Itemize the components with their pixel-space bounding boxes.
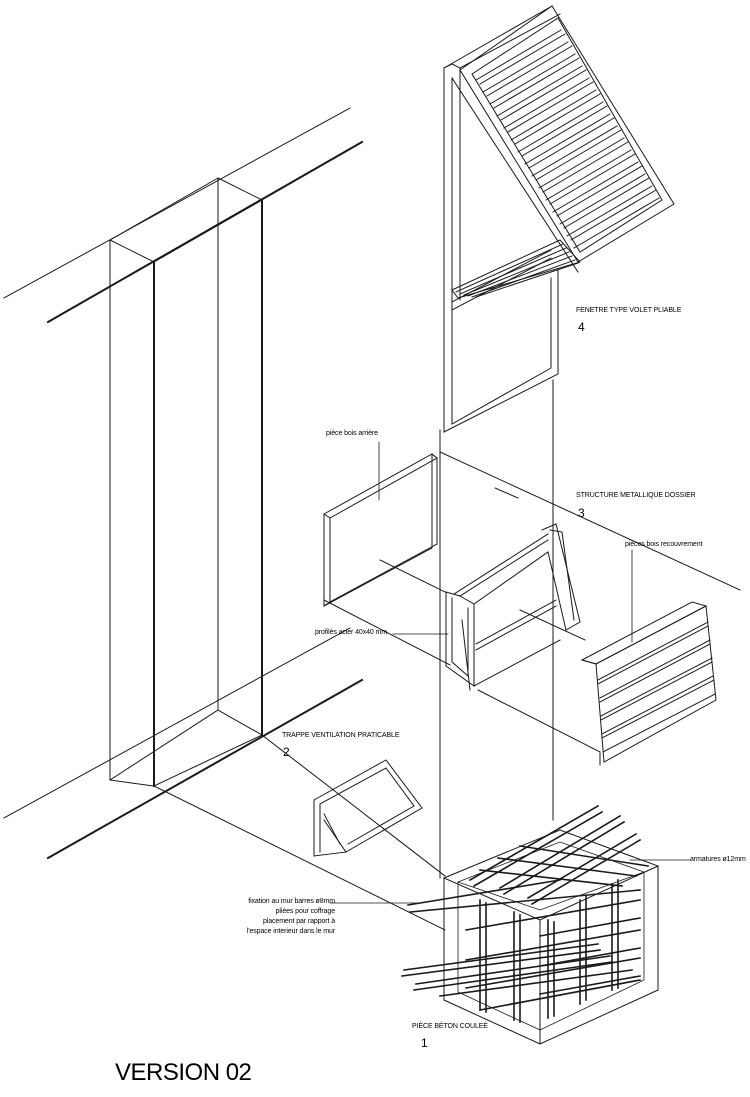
projection-lines: [154, 380, 740, 930]
concrete-number: 1: [421, 1036, 428, 1050]
steel-frame: [446, 524, 580, 690]
fixing-note-line-4: l'espace interieur dans le mur: [246, 928, 335, 935]
fixing-note-line-1: fixation au mur barres ø8mm: [248, 898, 335, 905]
folding-window: [444, 6, 674, 432]
structure-number: 3: [578, 506, 585, 520]
steel-profiles-label: profilés acier 40x40 mm: [315, 629, 388, 636]
rebar-label: armatures ø12mm: [690, 856, 746, 863]
leader-lines: [330, 442, 690, 903]
rear-wood-label: pièce bois arrière: [326, 430, 378, 437]
fixing-note-line-3: placement par rapport à: [262, 918, 335, 925]
window-number: 4: [578, 320, 585, 334]
wall-wireframe: [4, 108, 362, 858]
structure-title: STRUCTURE METALLIQUE DOSSIER: [576, 492, 696, 499]
hatch-title: TRAPPE VENTILATION PRATICABLE: [282, 732, 400, 739]
version-label: VERSION 02: [115, 1059, 252, 1086]
hatch-number: 2: [283, 745, 290, 759]
rear-wood-panel: [324, 454, 437, 606]
fixing-note: fixation au mur barres ø8mm pliées pour …: [247, 897, 335, 937]
concrete-title: PIÈCE BÉTON COULEÉ: [412, 1023, 488, 1030]
cover-wood-label: pièces bois recouvrement: [625, 541, 703, 548]
cover-wood-pieces: [582, 602, 716, 762]
rebar-cage: [402, 806, 648, 1022]
window-title: FENETRE TYPE VOLET PLIABLE: [576, 307, 682, 314]
fixing-note-line-2: pliées pour coffrage: [275, 908, 335, 915]
ventilation-hatch: [314, 760, 422, 856]
